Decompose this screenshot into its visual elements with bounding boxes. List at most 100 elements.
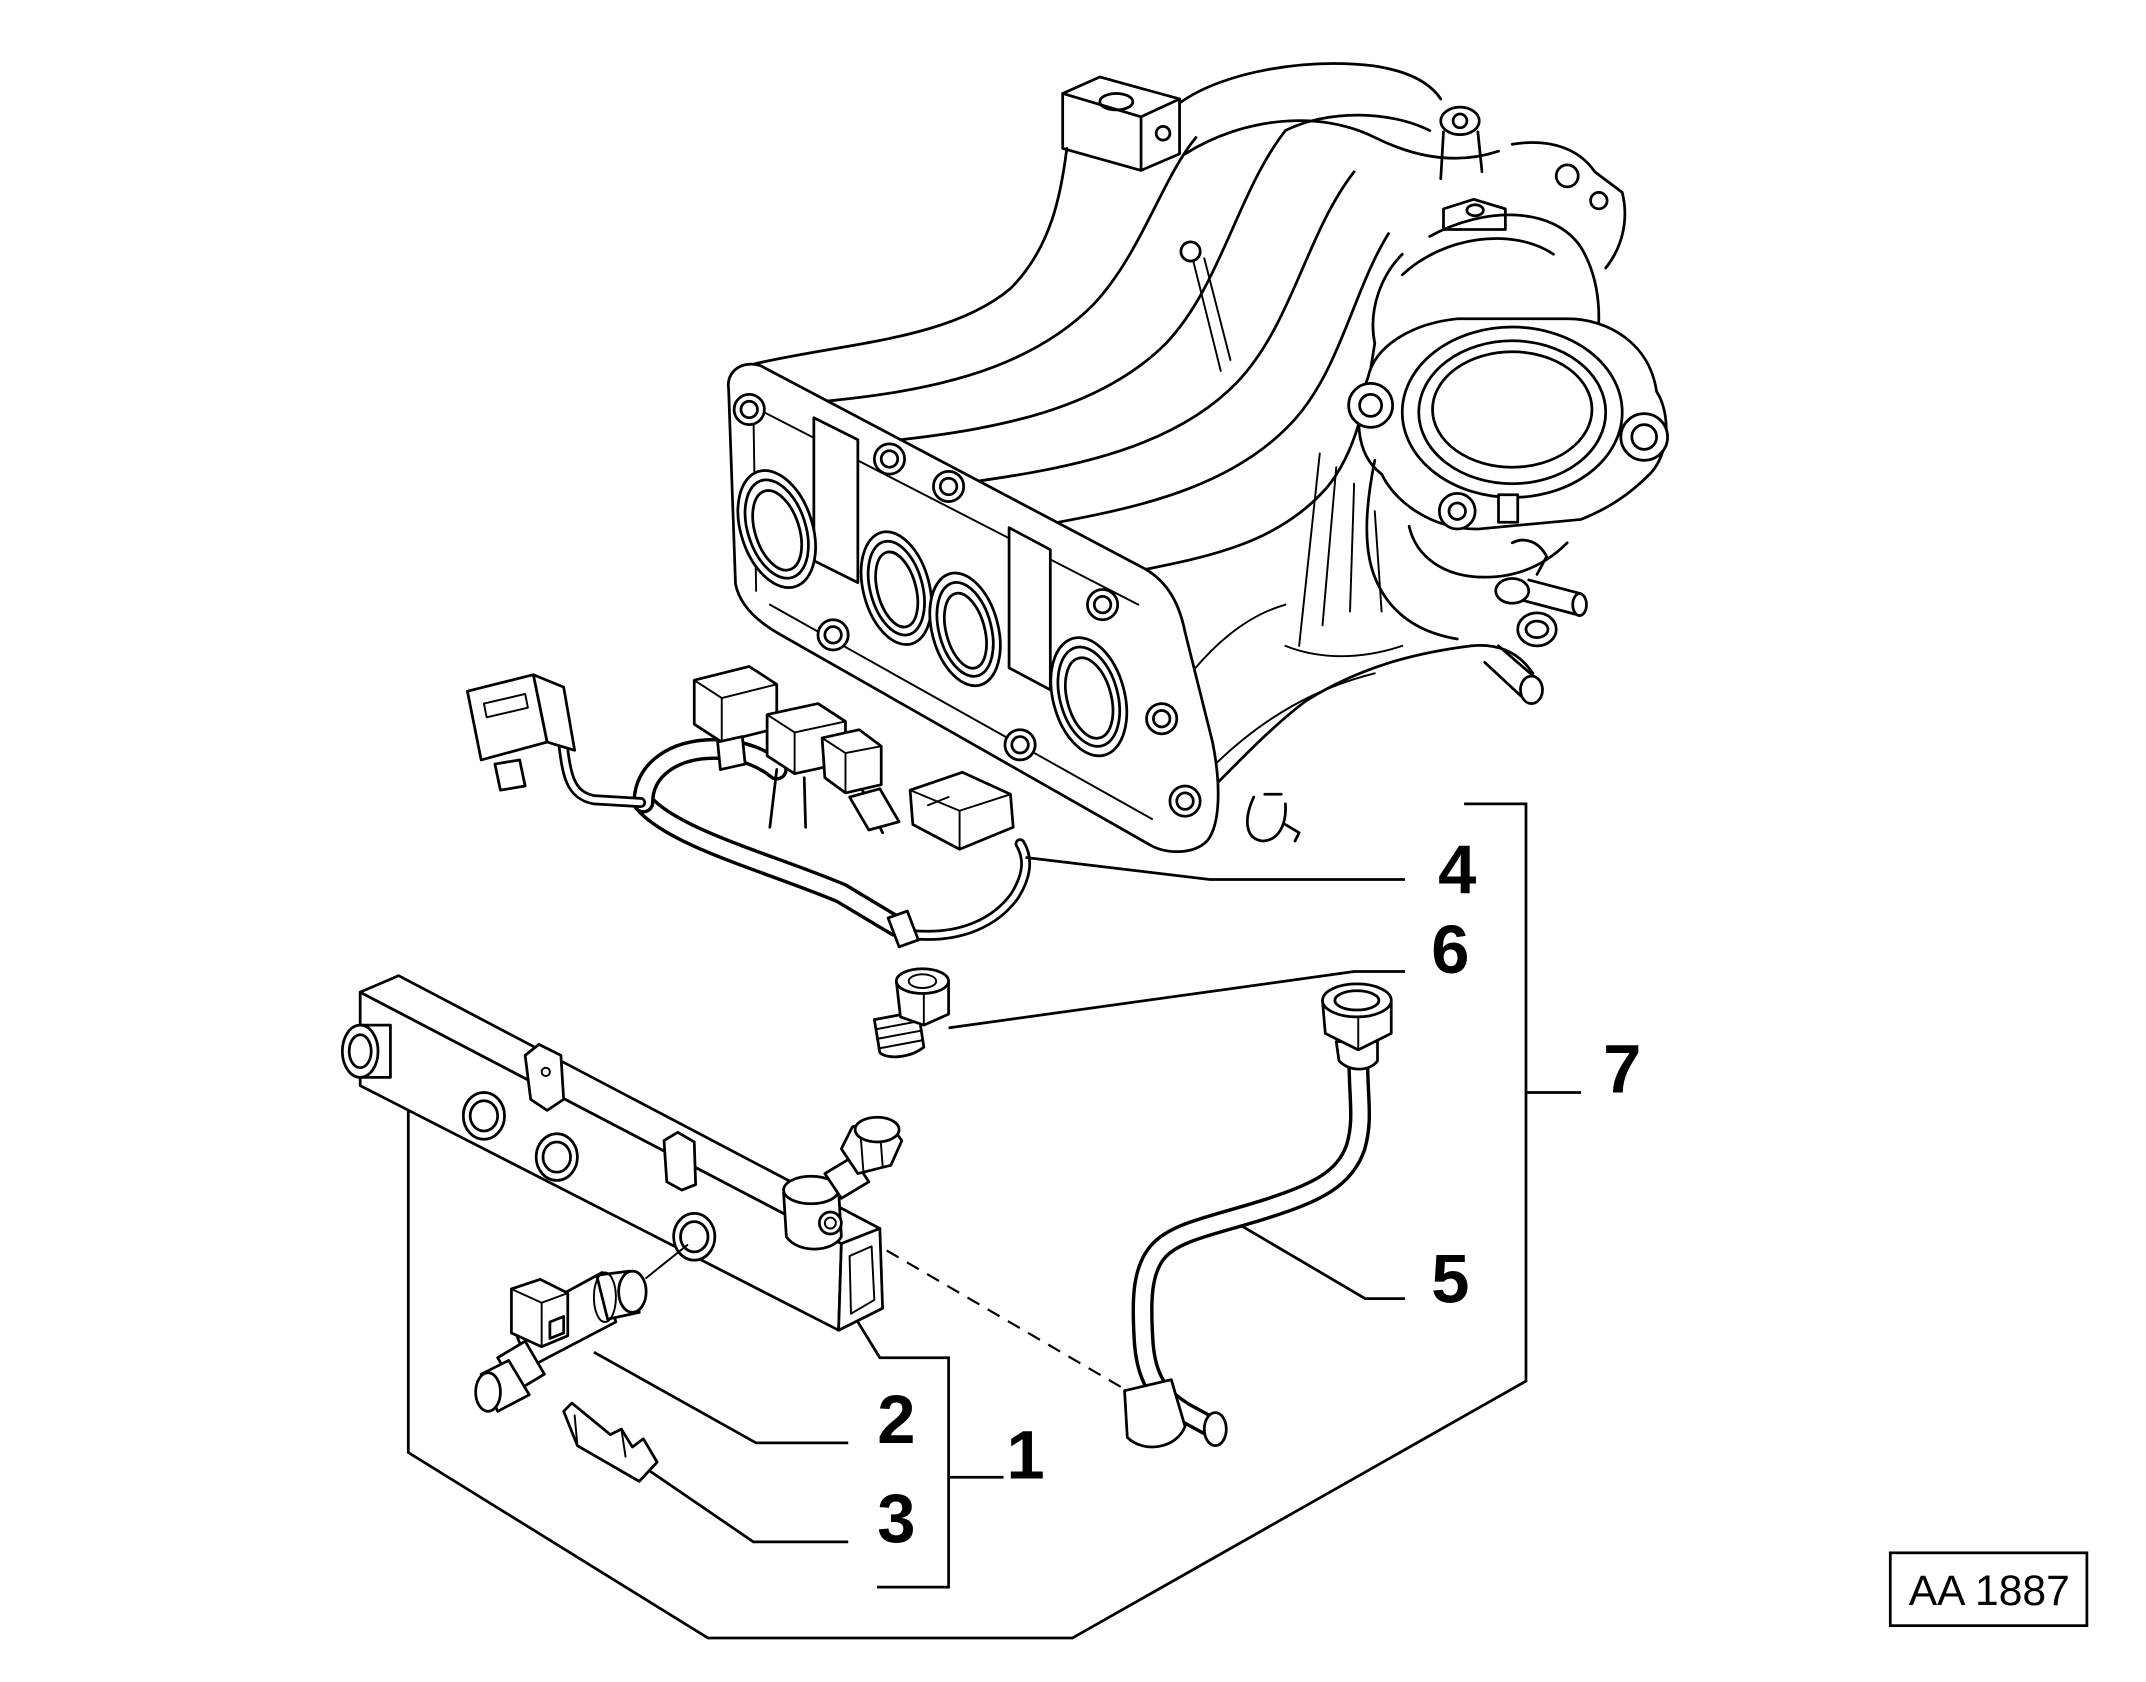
assembly-dashed-line [886,1249,1128,1392]
injector-inlet-face [617,1269,648,1314]
runner-edge [823,136,1198,403]
injector-tip-face [474,1371,502,1413]
injector-cup-bore [679,1220,710,1254]
tab-body [1061,75,1181,172]
throttle-bolt-boss [1619,412,1669,462]
harness-end-sleeve [886,909,920,949]
injector-cup-bore [541,1140,572,1174]
throttle-bolt-hole [1630,423,1658,451]
hose-loop-inner [1524,619,1550,639]
harness-branch-fill [635,741,785,811]
throttle-bolt-boss [1347,382,1395,429]
rail-bracket-tab [662,1130,698,1192]
plenum-shell-inner [1400,237,1555,277]
plenum-top-edge [1178,62,1443,105]
injector-cups [461,1091,717,1262]
vacuum-nipples [1483,538,1588,705]
reference-code-text: AA 1887 [1909,1567,2070,1615]
throttle-bolt-hole [1447,501,1467,521]
connector-side [532,673,577,752]
runner-edge [751,147,1069,366]
plenum-post [1439,130,1484,181]
connector-latch [482,693,529,719]
pressure-sensor [872,967,950,1059]
connector-edge [909,789,1012,851]
fuel-rail [340,974,904,1332]
connector-b3 [820,728,883,795]
nipple-connector [1510,538,1548,576]
injector-connector-latch [548,1315,566,1340]
callout-5-leader [1240,1224,1406,1300]
bolt-hole [732,393,766,426]
tab-hole [1098,92,1135,112]
bolt-hole-inner [823,625,843,645]
harness-connector-left [466,673,577,792]
nipple-end [1571,592,1588,618]
rail-end-face [837,1227,884,1332]
harness-wire-right [904,838,1032,941]
callout-labels: 4 6 7 5 2 1 3 [877,831,1641,1557]
bolt-hole-inner [1092,595,1113,615]
rail-bracket-tab [523,1043,566,1112]
connector-b1 [692,665,779,744]
nipple-collar [1494,577,1531,605]
plenum-bracket [1510,141,1627,270]
mounting-bracket [1246,792,1301,843]
flange-slot [812,416,860,585]
runner-edge [899,129,1287,442]
pipe-end-face [1202,1411,1228,1448]
rail-end-recess [848,1245,876,1315]
throttle-bore [1431,350,1594,469]
bolt-hole [1086,588,1120,622]
pipe-collar [1334,1040,1379,1071]
bolt-hole [872,442,906,476]
flange-slot [1007,526,1052,692]
plenum-shell-left [1371,252,1404,345]
callout-1-label: 1 [1006,1417,1044,1494]
clip-edge [573,1414,627,1458]
port-gasket [1056,645,1122,748]
bolt-hole-inner [739,399,759,420]
pipe-end-fitting [1123,1378,1187,1449]
throttle-bolt-boss [1437,491,1477,531]
bolt-hole [1003,728,1037,762]
bolt-hole [816,618,850,652]
runner-rib [1298,452,1338,647]
harness-connector-cluster [692,665,901,835]
port-bore [751,489,804,572]
injector-clip [562,1401,659,1483]
port-bore [874,550,920,629]
bolt-hole-inner [1175,791,1195,811]
injector-connector [510,1277,570,1349]
plenum-shell [1428,213,1601,359]
flange-bolt-holes [732,393,1202,818]
sensor-cap-inner [907,973,938,989]
throttle-ring-inner [1417,339,1608,486]
callout-6-leader [948,970,1406,1030]
callout-3-leader [648,1469,849,1544]
assembly-line [645,1244,689,1279]
port-bore [1064,656,1115,740]
throttle-nub [1497,493,1520,524]
port-gasket [935,581,995,678]
nipple-end [1519,674,1544,705]
fuel-pipe [1123,982,1393,1449]
runner-boss [1179,240,1202,263]
fuel-inlet-fitting [782,1115,904,1251]
port-bore [942,591,988,670]
bracket-tip [1284,823,1301,843]
sensor-cap [894,967,950,995]
plenum [1178,62,1627,359]
callout-2-label: 2 [877,1381,915,1458]
rail-inlet-end [340,1023,392,1079]
hose-loop [1516,611,1558,648]
lower-body-rib [1349,482,1383,613]
callout-2-leader [593,1350,849,1445]
callout-1-bracket [856,1321,1004,1589]
injector-cup-bore [468,1099,500,1133]
wiring-harness [466,665,1032,949]
bolt-hole-inner [938,476,959,497]
connector-b1-edge [693,679,778,744]
reference-code-frame [1888,1551,2089,1628]
inlet-face [340,1023,380,1079]
